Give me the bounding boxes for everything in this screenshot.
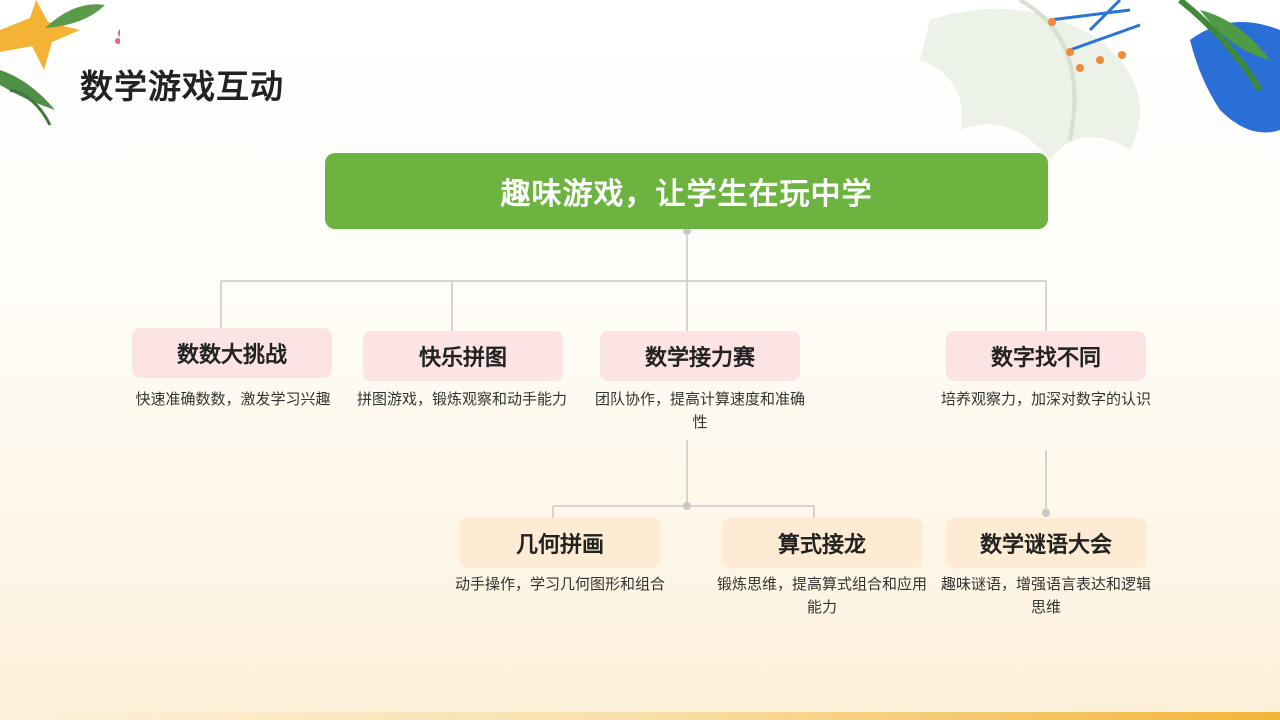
node-find-difference: 数字找不同	[946, 331, 1146, 381]
node-counting-challenge-desc: 快速准确数数，激发学习兴趣	[135, 390, 331, 408]
bottom-accent-bar	[0, 712, 1280, 720]
node-math-riddles-desc: 趣味谜语，增强语言表达和逻辑思维	[941, 575, 1152, 616]
node-math-relay: 数学接力赛	[600, 331, 800, 381]
node-geometry-drawing: 几何拼画	[460, 518, 660, 568]
node-formula-chain-desc: 锻炼思维，提高算式组合和应用能力	[717, 575, 928, 616]
root-node: 趣味游戏，让学生在玩中学	[325, 153, 1048, 229]
node-geometry-drawing-desc: 动手操作，学习几何图形和组合	[455, 575, 666, 593]
node-formula-chain: 算式接龙	[722, 518, 922, 568]
node-math-relay-desc: 团队协作，提高计算速度和准确性	[595, 390, 806, 431]
node-happy-puzzle: 快乐拼图	[363, 331, 563, 381]
node-math-riddles: 数学谜语大会	[946, 518, 1146, 568]
node-happy-puzzle-desc: 拼图游戏，锻炼观察和动手能力	[357, 390, 568, 408]
node-find-difference-desc: 培养观察力，加深对数字的认识	[941, 390, 1152, 408]
node-counting-challenge: 数数大挑战	[132, 328, 332, 378]
page-title: 数学游戏互动	[80, 67, 284, 106]
